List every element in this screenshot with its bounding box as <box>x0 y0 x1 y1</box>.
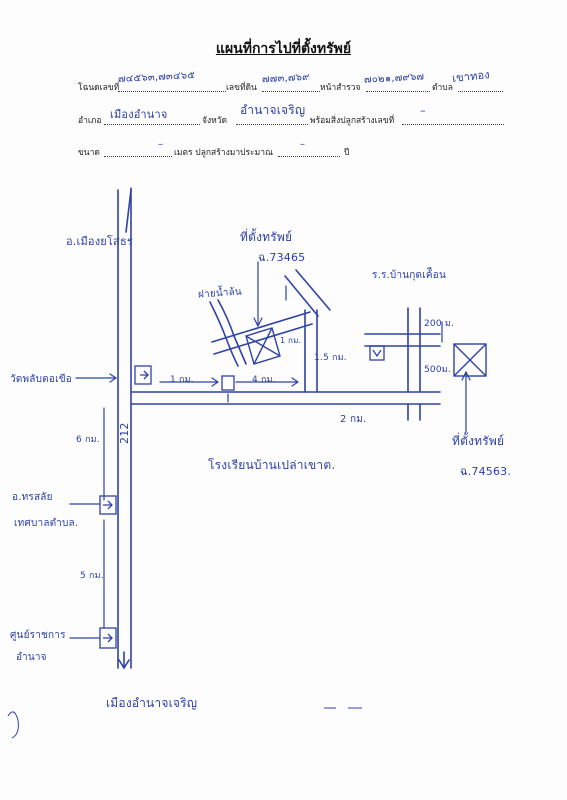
tambon-office-label-2: เทศบาลตำบล. <box>14 518 79 529</box>
years-value: – <box>300 139 306 150</box>
right-vertical-road-lower <box>407 403 421 421</box>
canal-line-a <box>209 301 239 367</box>
roadside-marker <box>221 375 235 391</box>
survey-dotline <box>366 91 430 92</box>
dist-200m: 200 ม. <box>424 319 455 329</box>
page-title: แผนที่การไปที่ตั้งทรัพย์ <box>215 41 352 57</box>
dist-1km-a: 1 กม. <box>280 336 302 345</box>
center-label: ศูนย์ราชการ <box>10 630 66 641</box>
temple-label: วัดพลับตอเขือ <box>10 374 72 385</box>
right-vertical-road <box>407 307 421 393</box>
district-label: อำเภอ <box>78 116 102 126</box>
district-dotline <box>104 124 200 125</box>
tambon-office-marker <box>99 495 117 515</box>
property2-deed: ฉ.74563. <box>460 465 512 478</box>
land-no-dotline <box>262 91 320 92</box>
property1-pointer-arrow <box>253 261 263 328</box>
building-label: พร้อมสิ่งปลูกสร้างเลขที่ <box>310 116 395 126</box>
dist-2km: 2 กม. <box>340 414 367 425</box>
size-dotline <box>104 156 172 157</box>
property2-pointer-arrow <box>461 370 471 433</box>
school1-label: ร.ร.บ้านกุดเค้ือน <box>372 270 446 281</box>
road-to-property1 <box>304 309 318 393</box>
dist-500m: 500ม. <box>424 365 451 375</box>
dist-4km-left-arrow <box>159 377 220 387</box>
road-number-212: 212 <box>118 422 131 444</box>
building-dotline <box>402 124 504 125</box>
highway-arrow-top <box>125 189 132 233</box>
subdistrict-label: ตำบล <box>432 83 453 93</box>
canal-label: ฝายน้ำล้น <box>197 286 243 301</box>
years-dotline <box>278 156 340 157</box>
size-label: ขนาด <box>78 148 100 158</box>
dist-5km: 5 กม. <box>80 571 104 581</box>
province-dotline <box>236 124 308 125</box>
province-value: อำนาจเจริญ <box>240 103 306 117</box>
tambon-office-label: อ.ทรสลัย <box>12 492 53 503</box>
property2-heading: ที่ตั้งทรัพย์ <box>452 434 505 448</box>
property1-deed: ฉ.73465 <box>258 251 306 264</box>
temple-marker <box>134 365 152 385</box>
district-value: เมืองอำนาจ <box>110 108 168 121</box>
school2-label: โรงเรียนบ้านเปล่าเขาต. <box>208 458 336 472</box>
dist-6km: 6 กม. <box>76 435 100 445</box>
to-amnat-label: เมืองอำนาจเจริญ <box>106 696 198 710</box>
to-mueang-label: อ.เมืองยโสธร <box>66 235 133 248</box>
deed-label: โฉนดเลขที่ <box>78 83 120 93</box>
dist-1-5km: 1.5 กม. <box>314 353 347 363</box>
side-road-property2 <box>364 333 441 347</box>
survey-label: หน้าสำรวจ <box>320 83 361 93</box>
size-value: – <box>158 139 164 150</box>
government-center-marker <box>99 627 117 649</box>
property2-plot <box>453 343 487 377</box>
diagonal-road <box>284 269 331 317</box>
center-label-2: อำนาจ <box>16 652 47 663</box>
property1-plot <box>245 327 281 365</box>
margin-scribbles <box>7 707 362 739</box>
temple-pointer-arrow <box>75 373 118 383</box>
canal-line-b <box>217 299 247 365</box>
dist-4km-right-arrow <box>235 377 300 387</box>
property1-heading: ที่ตั้งทรัพย์ <box>240 230 293 244</box>
province-label: จังหวัด <box>202 116 228 126</box>
subdistrict-dotline <box>458 91 503 92</box>
year-label: ปี <box>344 148 350 158</box>
dist-1km-b: 1 กม. <box>170 375 194 385</box>
school1-marker <box>369 345 385 361</box>
highway-arrow-bottom <box>118 651 130 670</box>
building-value: – <box>420 104 426 117</box>
meters-label: เมตร ปลูกสร้างมาประมาณ <box>174 148 273 158</box>
deed-dotline <box>118 91 226 92</box>
dist-4km: 4 กม. <box>252 375 276 385</box>
land-no-label: เลขที่ดิน <box>226 83 257 93</box>
